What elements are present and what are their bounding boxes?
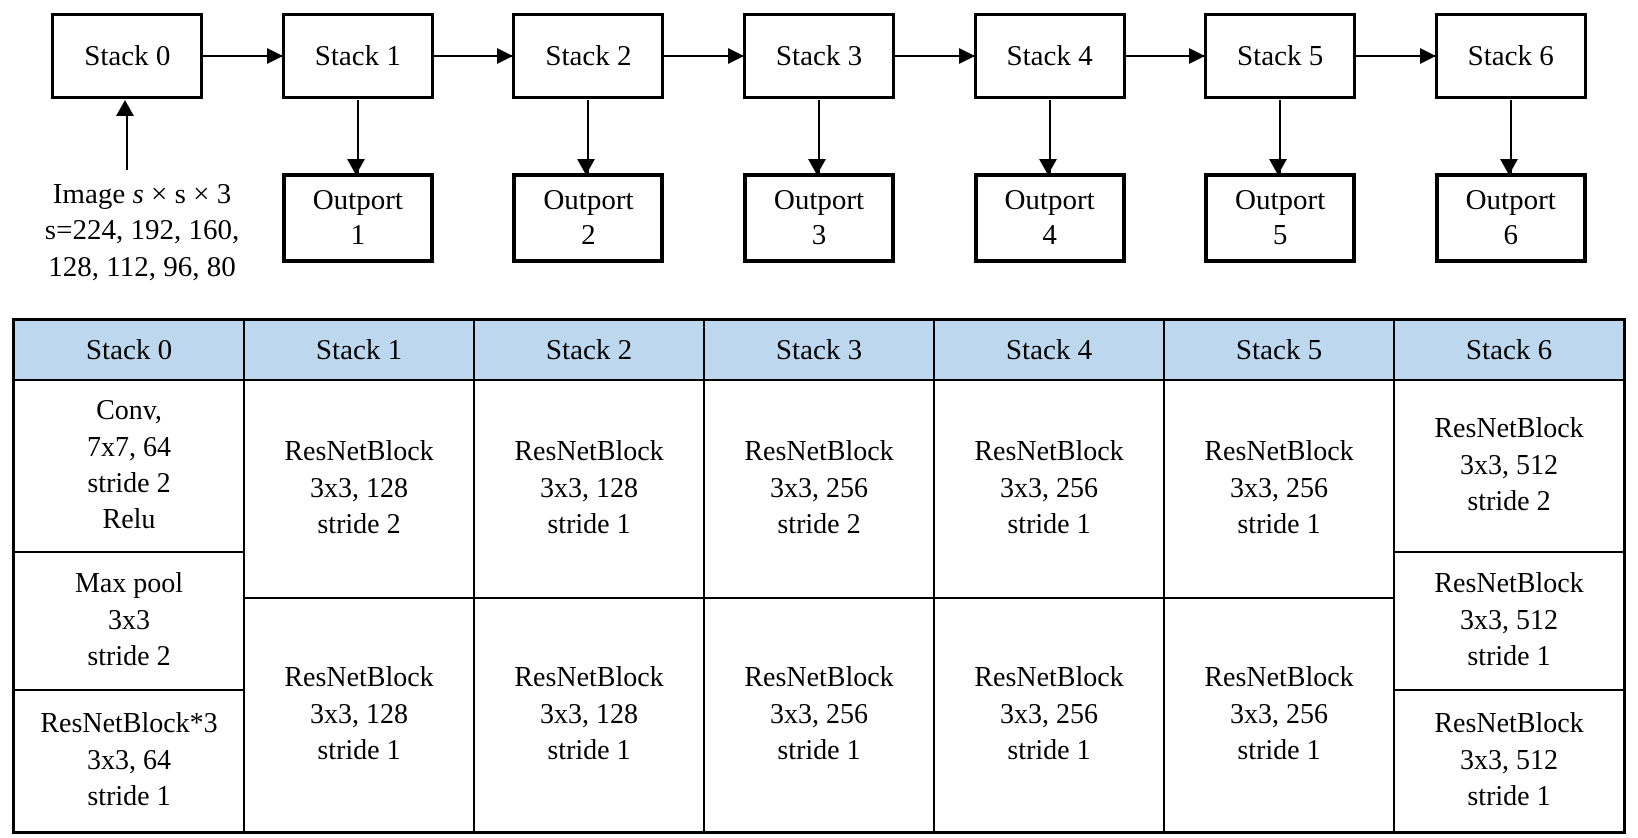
layer-cell: ResNetBlock 3x3, 256 stride 1 [1204, 662, 1354, 767]
column-header: Stack 0 [15, 321, 243, 381]
layer-cell: ResNetBlock 3x3, 256 stride 1 [1165, 381, 1393, 599]
outport-box-4: Outport 4 [973, 173, 1126, 263]
layer-cell: ResNetBlock 3x3, 128 stride 1 [475, 381, 703, 599]
stack-label: Stack 3 [775, 39, 863, 72]
arrow-right-icon [1125, 47, 1205, 64]
arrow-right-icon [203, 47, 283, 64]
outport-box-1: Outport 1 [281, 173, 434, 263]
outport-box-6: Outport 6 [1434, 173, 1587, 263]
stack-label: Stack 2 [545, 39, 632, 72]
outport-label: Outport [773, 184, 865, 217]
column-header: Stack 5 [1165, 321, 1393, 381]
layer-cell: ResNetBlock 3x3, 256 stride 2 [705, 381, 933, 599]
layer-cell: ResNetBlock 3x3, 128 stride 2 [245, 381, 473, 599]
arrow-down-icon [346, 100, 365, 175]
arrow-right-icon [1356, 47, 1436, 64]
column-header: Stack 2 [475, 321, 703, 381]
arrow-up-icon [116, 100, 135, 170]
column-header: Stack 4 [935, 321, 1163, 381]
outport-number: 1 [350, 219, 366, 251]
arrow-down-icon [808, 100, 826, 175]
arrow-right-icon [664, 47, 744, 64]
stack-box-1: Stack 1 [281, 13, 434, 99]
stack-label: Stack 1 [314, 39, 401, 72]
architecture-table: Stack 0 Conv, 7x7, 64 stride 2 Relu Max … [12, 318, 1626, 834]
column-header: Stack 6 [1395, 321, 1623, 381]
outport-box-5: Outport 5 [1204, 173, 1357, 263]
table-column-stack-2: Stack 2 ResNetBlock 3x3, 128 stride 1 Re… [475, 321, 705, 831]
stack-label: Stack 4 [1006, 39, 1093, 72]
size-variable: s [132, 178, 144, 210]
layer-cell: ResNetBlock 3x3, 512 stride 1 [1434, 708, 1584, 813]
stack-box-2: Stack 2 [512, 13, 665, 99]
stack-box-5: Stack 5 [1204, 13, 1357, 99]
arrow-right-icon [433, 47, 513, 64]
layer-cell: ResNetBlock 3x3, 128 stride 1 [514, 662, 664, 767]
outport-number: 6 [1503, 219, 1518, 251]
layer-cell: Max pool 3x3 stride 2 [15, 553, 243, 691]
arrow-down-icon [1038, 100, 1057, 175]
outport-label: Outport [1235, 184, 1326, 217]
stack-box-3: Stack 3 [743, 13, 895, 99]
stack-label: Stack 0 [84, 39, 171, 72]
layer-cell: Conv, 7x7, 64 stride 2 Relu [15, 381, 243, 553]
outport-number: 4 [1042, 219, 1057, 251]
arrow-down-icon [577, 100, 596, 175]
outport-label: Outport [1465, 184, 1556, 217]
layer-cell: ResNetBlock 3x3, 128 stride 1 [284, 662, 434, 767]
input-image-line2: s=224, 192, 160, [44, 214, 240, 247]
arrow-down-icon [1269, 100, 1288, 175]
table-column-stack-6: Stack 6 ResNetBlock 3x3, 512 stride 2 Re… [1395, 321, 1623, 831]
arrow-down-icon [1499, 100, 1518, 175]
column-header: Stack 1 [245, 321, 473, 381]
stack-box-0: Stack 0 [51, 13, 204, 99]
input-image-line3: 128, 112, 96, 80 [48, 250, 236, 283]
arrow-right-icon [895, 47, 975, 64]
table-column-stack-4: Stack 4 ResNetBlock 3x3, 256 stride 1 Re… [935, 321, 1165, 831]
outport-number: 5 [1272, 219, 1288, 251]
table-column-stack-0: Stack 0 Conv, 7x7, 64 stride 2 Relu Max … [15, 321, 245, 831]
outport-box-2: Outport 2 [512, 173, 665, 263]
layer-cell: ResNetBlock 3x3, 256 stride 1 [935, 381, 1163, 599]
input-image-label: Image s × s × 3 s=224, 192, 160, 128, 11… [12, 176, 272, 285]
stack-flow-diagram: Stack 0 Stack 1 Stack 2 Stack 3 Stack 4 … [12, 0, 1626, 295]
outport-number: 2 [581, 219, 596, 251]
stack-label: Stack 6 [1467, 39, 1554, 72]
outport-label: Outport [312, 184, 403, 217]
outport-number: 3 [811, 219, 827, 251]
layer-cell: ResNetBlock 3x3, 512 stride 1 [1395, 553, 1623, 691]
layer-cell: ResNetBlock*3 3x3, 64 stride 1 [40, 708, 218, 813]
stack-label: Stack 5 [1237, 39, 1324, 72]
stack-box-4: Stack 4 [973, 13, 1126, 99]
outport-label: Outport [1004, 184, 1095, 217]
table-column-stack-1: Stack 1 ResNetBlock 3x3, 128 stride 2 Re… [245, 321, 475, 831]
layer-cell: ResNetBlock 3x3, 256 stride 1 [974, 662, 1124, 767]
layer-cell: ResNetBlock 3x3, 256 stride 1 [744, 662, 894, 767]
stack-box-6: Stack 6 [1434, 13, 1587, 99]
outport-box-3: Outport 3 [743, 173, 895, 263]
outport-label: Outport [543, 184, 634, 217]
input-image-line1: Image s × s × 3 [52, 178, 232, 210]
column-header: Stack 3 [705, 321, 933, 381]
table-column-stack-5: Stack 5 ResNetBlock 3x3, 256 stride 1 Re… [1165, 321, 1395, 831]
table-column-stack-3: Stack 3 ResNetBlock 3x3, 256 stride 2 Re… [705, 321, 935, 831]
layer-cell: ResNetBlock 3x3, 512 stride 2 [1395, 381, 1623, 553]
